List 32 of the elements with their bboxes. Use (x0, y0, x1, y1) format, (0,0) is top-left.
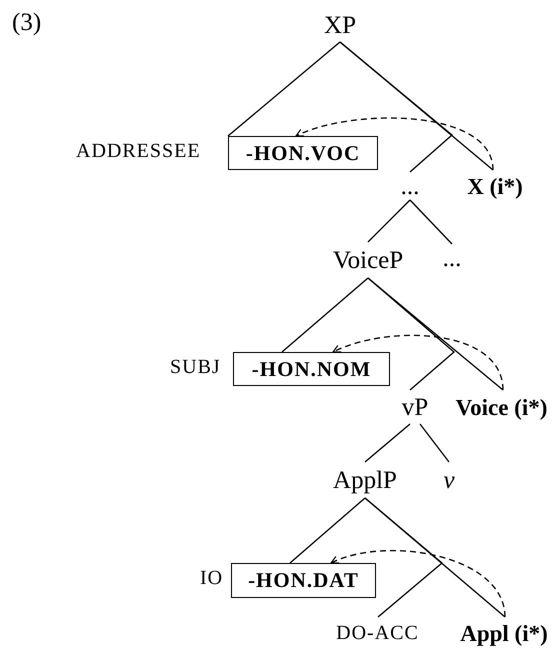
argument-label: ADDRESSEE (76, 141, 201, 161)
head-label: Voice (i*) (445, 390, 558, 424)
argument-label: SUBJ (170, 357, 221, 377)
category-label: ApplP (322, 462, 408, 498)
tree-branch (368, 278, 504, 390)
agreement-arrow (330, 550, 506, 618)
tree-branch (340, 42, 494, 170)
tree-branch (290, 498, 366, 564)
feature-box: -HON.VOC (228, 136, 378, 170)
category-label: ... (395, 172, 425, 200)
argument-label: DO-ACC (325, 617, 430, 649)
tree-branch (368, 278, 455, 390)
feature-box: -HON.NOM (233, 352, 390, 386)
category-label: vP (395, 390, 435, 424)
agreement-arrow (332, 334, 504, 390)
agreement-arrow (295, 117, 494, 170)
tree-branch (410, 200, 452, 244)
tree-branch (368, 200, 410, 242)
head-label: Appl (i*) (450, 617, 558, 649)
tree-branch (228, 42, 340, 136)
example-number: (3) (12, 10, 42, 35)
tree-branch (364, 424, 410, 462)
category-label: v (435, 462, 463, 498)
head-label: X (i*) (455, 170, 535, 202)
argument-label: IO (200, 568, 224, 588)
category-label: XP (315, 8, 365, 42)
tree-branch (282, 278, 368, 352)
category-label: VoiceP (323, 242, 413, 278)
category-label: ... (437, 244, 467, 272)
tree-branch (364, 498, 506, 618)
feature-box: -HON.DAT (231, 563, 376, 598)
tree-branch (419, 424, 450, 462)
